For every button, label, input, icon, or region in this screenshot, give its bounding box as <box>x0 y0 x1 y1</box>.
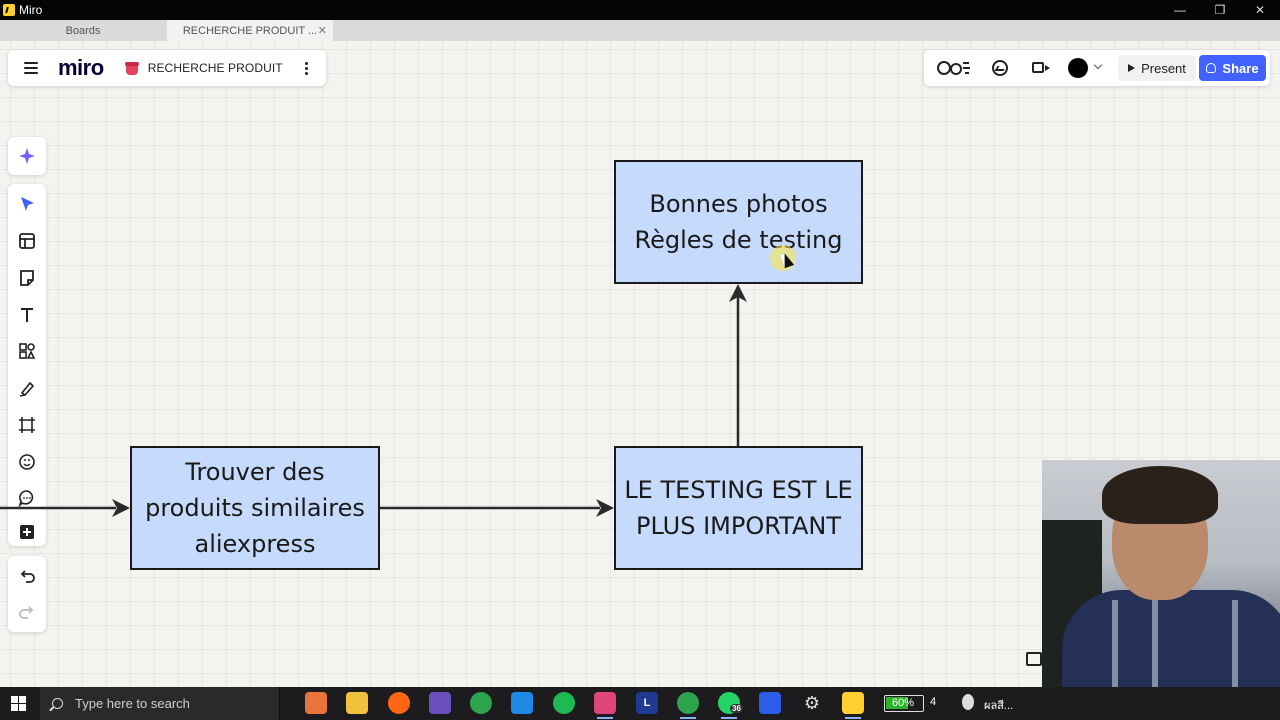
taskbar-app-shield-icon[interactable] <box>429 692 451 714</box>
play-icon <box>1128 64 1136 72</box>
frames-panel-icon[interactable] <box>1026 652 1042 666</box>
templates-icon[interactable] <box>8 225 46 257</box>
taskbar-app-x-icon[interactable] <box>759 692 781 714</box>
webcam-stripe <box>1152 600 1158 720</box>
connector-lines <box>0 284 747 517</box>
arrowhead-icon <box>729 284 747 302</box>
tab-close-icon[interactable]: ✕ <box>317 25 327 37</box>
taskbar-app-miro-icon[interactable] <box>842 692 864 719</box>
share-button[interactable]: Share <box>1199 55 1266 81</box>
text-icon[interactable] <box>8 299 46 331</box>
shape-trouver-produits[interactable]: Trouver des produits similaires aliexpre… <box>130 446 380 570</box>
shape-line: produits similaires <box>145 494 365 522</box>
webcam-stripe <box>1112 600 1118 720</box>
add-icon[interactable] <box>8 516 46 548</box>
hamburger-menu-icon[interactable] <box>24 62 38 74</box>
shape-testing-important[interactable]: LE TESTING EST LE PLUS IMPORTANT <box>614 446 863 570</box>
board-emoji-icon <box>124 61 139 75</box>
windows-taskbar: Type here to search L 36 ⚙ <box>0 687 1280 720</box>
miro-logo[interactable]: miro <box>58 55 104 80</box>
shape-line: aliexpress <box>194 530 316 558</box>
battery-indicator: 60% <box>884 695 924 712</box>
shape-line: LE TESTING EST LE <box>624 476 853 504</box>
shape-text: Bonnes photos Règles de testing <box>635 186 843 258</box>
board-name[interactable]: RECHERCHE PRODUIT <box>147 61 283 75</box>
tray-text: ผลสี... <box>984 700 1014 712</box>
present-label: Present <box>1141 60 1186 76</box>
video-call-icon[interactable] <box>1032 62 1044 73</box>
history-group <box>8 556 46 632</box>
sparkle-icon[interactable] <box>8 140 46 172</box>
comment-icon[interactable] <box>8 482 46 514</box>
arrowhead-icon <box>596 499 614 517</box>
arrowhead-icon <box>112 499 130 517</box>
shape-line: PLUS IMPORTANT <box>636 512 841 540</box>
board-canvas[interactable]: miro RECHERCHE PRODUIT Present Share <box>0 41 1280 687</box>
restore-button[interactable]: ❐ <box>1214 3 1226 17</box>
taskbar-app-explorer-icon[interactable] <box>346 692 368 714</box>
creation-tools-group <box>8 184 46 546</box>
undo-icon[interactable] <box>8 561 46 593</box>
collaboration-panel: Present Share <box>924 50 1270 86</box>
shape-line: Trouver des <box>185 458 325 486</box>
taskbar-app-chrome-open-icon[interactable] <box>677 692 699 719</box>
taskbar-settings-gear-icon[interactable]: ⚙ <box>803 692 821 713</box>
tab-label: RECHERCHE PRODUIT ... <box>182 24 318 37</box>
chat-icon[interactable] <box>992 60 1008 76</box>
windows-start-icon[interactable] <box>11 696 26 711</box>
taskbar-app-store-icon[interactable] <box>511 692 533 714</box>
battery-percent: 60% <box>891 697 915 709</box>
search-placeholder: Type here to search <box>75 696 190 711</box>
taskbar-app-spotify-icon[interactable] <box>553 692 575 714</box>
shape-bonnes-photos[interactable]: Bonnes photos Règles de testing <box>614 160 863 284</box>
board-options-icon[interactable] <box>304 61 308 75</box>
window-title: Miro <box>19 3 43 17</box>
cursor-highlight <box>770 245 796 271</box>
battery-fill <box>886 697 908 709</box>
reactions-glyph <box>937 61 970 75</box>
taskbar-app-powerpoint-icon[interactable] <box>305 692 327 714</box>
taskbar-app-chrome-icon[interactable] <box>470 692 492 714</box>
tab-bar: Boards RECHERCHE PRODUIT ... ✕ <box>0 20 1280 41</box>
board-panel: miro RECHERCHE PRODUIT <box>8 50 326 86</box>
webcam-person-hair <box>1102 466 1218 524</box>
reactions-icon[interactable] <box>936 58 974 82</box>
present-button[interactable]: Present <box>1118 55 1196 81</box>
tab-recherche-produit[interactable]: RECHERCHE PRODUIT ... ✕ <box>167 20 333 41</box>
shape-line: Bonnes photos <box>649 190 828 218</box>
window-titlebar: Miro — ❐ ✕ <box>0 0 1280 20</box>
shape-text: LE TESTING EST LE PLUS IMPORTANT <box>624 472 852 544</box>
shape-line: Règles de testing <box>634 226 843 254</box>
tab-boards[interactable]: Boards <box>0 20 166 41</box>
pen-icon[interactable] <box>8 372 46 404</box>
shape-text: Trouver des produits similaires aliexpre… <box>145 454 365 562</box>
search-icon <box>52 698 63 709</box>
shapes-icon[interactable] <box>8 335 46 367</box>
whatsapp-badge: 36 <box>730 704 743 713</box>
avatar[interactable] <box>1068 58 1088 78</box>
webcam-stripe <box>1232 600 1238 720</box>
minimize-button[interactable]: — <box>1174 3 1186 17</box>
redo-icon[interactable] <box>8 597 46 629</box>
taskbar-app-l-icon[interactable]: L <box>636 692 658 714</box>
sticky-note-icon[interactable] <box>8 262 46 294</box>
window-controls: — ❐ ✕ <box>1160 0 1280 20</box>
share-label: Share <box>1222 60 1259 76</box>
frame-icon[interactable] <box>8 409 46 441</box>
left-toolbar <box>8 137 46 637</box>
taskbar-app-whatsapp-icon[interactable]: 36 <box>718 692 743 719</box>
emoji-sticker-icon[interactable] <box>8 446 46 478</box>
select-cursor-icon[interactable] <box>8 188 46 220</box>
ai-tool-group <box>8 137 46 175</box>
close-window-button[interactable]: ✕ <box>1254 3 1266 17</box>
tray-app-icon[interactable] <box>962 694 974 710</box>
miro-app-icon <box>3 4 15 16</box>
taskbar-app-firefox-icon[interactable] <box>388 692 410 714</box>
taskbar-app-discord-icon[interactable] <box>594 692 616 719</box>
people-icon <box>1206 63 1217 73</box>
battery-suffix: 4 <box>930 696 937 708</box>
webcam-overlay <box>1042 460 1280 720</box>
taskbar-search-input[interactable]: Type here to search <box>40 687 280 720</box>
tab-label: Boards <box>65 24 101 37</box>
